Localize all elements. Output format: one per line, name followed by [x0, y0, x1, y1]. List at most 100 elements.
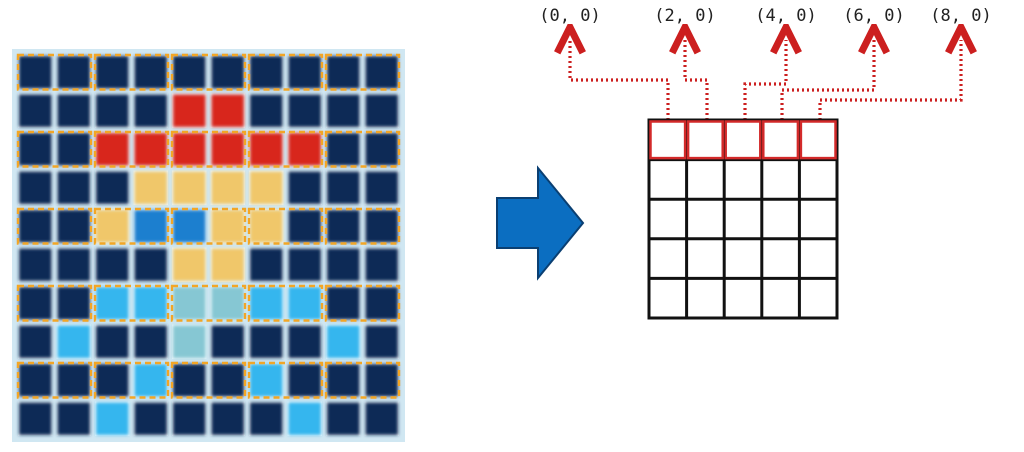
- grid-cell: [19, 325, 52, 358]
- grid-cell: [96, 171, 129, 204]
- grid-cell: [288, 133, 321, 166]
- grid-cell: [288, 325, 321, 358]
- grid-cell: [57, 56, 90, 89]
- highlighted-output-cell: [799, 120, 837, 160]
- grid-cell: [250, 402, 283, 435]
- grid-cell: [365, 364, 398, 397]
- grid-cell: [250, 94, 283, 127]
- grid-cell: [288, 94, 321, 127]
- grid-cell: [57, 133, 90, 166]
- highlighted-output-cell: [686, 120, 724, 160]
- grid-cell: [327, 210, 360, 243]
- grid-cell: [327, 133, 360, 166]
- sample-outline: [16, 361, 93, 399]
- grid-cell: [173, 402, 206, 435]
- sample-outline: [247, 130, 324, 168]
- grid-cell: [365, 171, 398, 204]
- sample-outline: [324, 207, 401, 245]
- grid-cell: [211, 325, 244, 358]
- grid-cell: [19, 364, 52, 397]
- grid-cell: [288, 210, 321, 243]
- grid-cell: [96, 210, 129, 243]
- grid-cell: [96, 56, 129, 89]
- sample-outline: [324, 284, 401, 322]
- grid-cell: [96, 325, 129, 358]
- sample-outline: [247, 207, 324, 245]
- sample-outline: [247, 284, 324, 322]
- sample-outline: [16, 53, 93, 91]
- grid-cell: [365, 248, 398, 281]
- grid-cell: [134, 402, 167, 435]
- grid-cell: [327, 287, 360, 320]
- grid-cell: [96, 287, 129, 320]
- grid-cell: [211, 56, 244, 89]
- dotted-connector: [780, 40, 874, 120]
- grid-cell: [211, 248, 244, 281]
- sample-outline: [93, 130, 170, 168]
- grid-cell: [211, 210, 244, 243]
- grid-cell: [96, 94, 129, 127]
- sample-outlines: [16, 53, 401, 399]
- coord-label: (6, 0): [843, 6, 904, 26]
- sample-outline: [170, 53, 247, 91]
- grid-cell: [134, 133, 167, 166]
- grid-cell: [327, 56, 360, 89]
- grid-cell: [57, 402, 90, 435]
- sample-outline: [16, 284, 93, 322]
- grid-cell: [250, 364, 283, 397]
- sample-outline: [170, 130, 247, 168]
- output-grid: [647, 118, 839, 320]
- grid-cell: [96, 402, 129, 435]
- grid-cell: [250, 248, 283, 281]
- grid-cell: [365, 210, 398, 243]
- grid-cell: [288, 287, 321, 320]
- grid-cell: [327, 325, 360, 358]
- grid-cell: [19, 56, 52, 89]
- grid-cell: [134, 210, 167, 243]
- grid-cell: [327, 248, 360, 281]
- grid-cell: [134, 56, 167, 89]
- sample-outline: [170, 207, 247, 245]
- highlighted-output-cell: [762, 120, 800, 160]
- grid-cell: [365, 287, 398, 320]
- grid-cell: [250, 287, 283, 320]
- grid-cell: [19, 133, 52, 166]
- sample-outline: [16, 130, 93, 168]
- sample-outline: [247, 361, 324, 399]
- grid-cell: [19, 171, 52, 204]
- grid-cell: [173, 171, 206, 204]
- sample-outline: [93, 207, 170, 245]
- coord-label: (2, 0): [654, 6, 715, 26]
- highlighted-output-cell: [724, 120, 762, 160]
- coordinate-labels: (0, 0) (2, 0) (4, 0) (6, 0) (8, 0): [539, 6, 991, 26]
- grid-cell: [173, 364, 206, 397]
- grid-cell: [57, 248, 90, 281]
- coord-label: (8, 0): [930, 6, 991, 26]
- grid-cell: [365, 56, 398, 89]
- dotted-connector: [685, 40, 709, 120]
- grid-cell: [365, 325, 398, 358]
- grid-cell: [288, 248, 321, 281]
- highlighted-output-cell: [649, 120, 687, 160]
- grid-cell: [19, 94, 52, 127]
- sample-outline: [324, 53, 401, 91]
- grid-cell: [19, 402, 52, 435]
- grid-cell: [134, 287, 167, 320]
- grid-cell: [288, 171, 321, 204]
- grid-cell: [173, 248, 206, 281]
- sample-outline: [170, 284, 247, 322]
- right-arrow-icon: [496, 165, 585, 281]
- grid-cell: [327, 94, 360, 127]
- grid-cell: [57, 325, 90, 358]
- grid-cell: [134, 94, 167, 127]
- grid-cell: [19, 248, 52, 281]
- grid-cell: [250, 133, 283, 166]
- grid-cell: [365, 133, 398, 166]
- grid-cell: [211, 94, 244, 127]
- grid-cell: [57, 210, 90, 243]
- grid-cell: [250, 210, 283, 243]
- grid-cell: [173, 56, 206, 89]
- connector-lines: [570, 40, 961, 120]
- grid-cell: [173, 133, 206, 166]
